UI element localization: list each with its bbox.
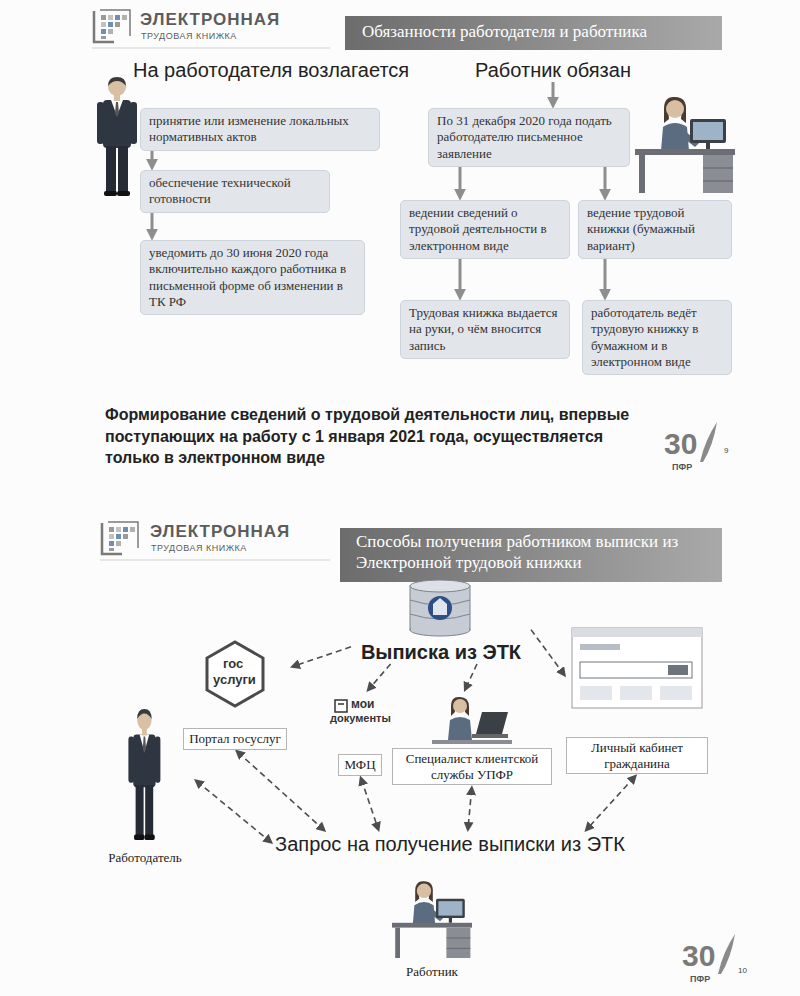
- heading-text: Работник обязан: [475, 58, 631, 82]
- duty-box: Трудовая книжка выдается на руки, о чём …: [400, 300, 570, 359]
- logo-subtext: ТРУДОВАЯ КНИЖКА: [151, 543, 247, 554]
- dashed-arrow: [369, 664, 391, 689]
- logo-text: ЭЛЕКТРОННАЯ: [150, 522, 290, 542]
- duty-text: уведомить до 30 июня 2020 года включител…: [149, 245, 356, 310]
- employer-figure: [97, 77, 137, 196]
- section-heading: На работодателя возлагается: [133, 58, 409, 82]
- channel-node: Специалист клиентской службы УПФР: [392, 692, 552, 785]
- channel-node: Портал госуслуг: [180, 640, 290, 750]
- pfr-feather: [718, 934, 735, 974]
- pfr-server-icon: [410, 580, 470, 636]
- logo-subtext: ТРУДОВАЯ КНИЖКА: [141, 31, 237, 42]
- title-band: [340, 528, 722, 582]
- duty-text: По 31 декабря 2020 года подать работодат…: [437, 113, 621, 162]
- worker-figure: [635, 97, 735, 193]
- gosuslugi-logo: [207, 642, 263, 706]
- source-text: Выписка из ЭТК: [351, 640, 531, 664]
- pfr-logo-number: 30: [664, 426, 697, 462]
- flow-arrow: [604, 259, 607, 296]
- mfc-logo-text: мои: [351, 697, 374, 711]
- duty-text: работодатель ведёт трудовую книжку в бум…: [591, 305, 723, 370]
- slide-title: Способы получения работником выписки из …: [356, 531, 716, 574]
- dashed-arrow: [531, 630, 564, 674]
- logo-rule: [100, 560, 330, 561]
- channel-text: МФЦ: [338, 754, 381, 776]
- duty-text: ведении сведений о трудовой деятельности…: [409, 205, 561, 254]
- gosuslugi-logo-text: гос: [223, 656, 243, 672]
- mfc-logo-text: документы: [330, 712, 391, 725]
- flow-arrow: [552, 82, 555, 104]
- duty-box: обеспечение технической готовности: [140, 170, 330, 213]
- page-number: 9: [724, 446, 728, 456]
- pfr-logo-text: ПФР: [690, 974, 710, 985]
- duty-text: ведение трудовой книжки (бумажный вариан…: [587, 205, 723, 254]
- duty-box: работодатель ведёт трудовую книжку в бум…: [582, 300, 732, 375]
- duty-text: принятие или изменение локальных нормати…: [149, 113, 371, 146]
- section-heading: Работник обязан: [473, 58, 633, 82]
- worker-figure: [392, 881, 472, 958]
- slide-title: Обязанности работодателя и работника: [362, 22, 712, 42]
- duty-box: принятие или изменение локальных нормати…: [140, 108, 380, 151]
- channel-node: Личный кабинет гражданина: [566, 625, 708, 774]
- dashed-arrow: [468, 789, 472, 828]
- dashed-arrow: [294, 647, 351, 666]
- pfr-feather: [700, 422, 717, 462]
- pfr-logo-text: ПФР: [672, 462, 692, 473]
- specialist-icon: [432, 697, 512, 744]
- dashed-arrow: [466, 664, 477, 688]
- flow-arrow: [604, 167, 607, 196]
- flow-arrow: [459, 167, 462, 196]
- channel-text: Специалист клиентской службы УПФР: [392, 748, 552, 785]
- duty-box: ведении сведений о трудовой деятельности…: [400, 200, 570, 259]
- dashed-arrow: [197, 781, 270, 841]
- dashed-arrow: [361, 779, 378, 828]
- person-text: Работник: [387, 964, 477, 980]
- request-text: Запрос на получение выписки из ЭТК: [275, 832, 625, 856]
- person-node: Работник: [387, 878, 477, 980]
- duty-box: уведомить до 30 июня 2020 года включител…: [140, 240, 365, 315]
- flow-arrow: [151, 151, 154, 167]
- duty-box: ведение трудовой книжки (бумажный вариан…: [578, 200, 732, 259]
- mfc-logo: [335, 700, 347, 712]
- duty-text: обеспечение технической готовности: [149, 175, 321, 208]
- logo-icon: [102, 522, 138, 554]
- request-node: Запрос на получение выписки из ЭТК: [273, 832, 627, 856]
- cabinet-screenshot: [572, 628, 702, 708]
- duty-text: Трудовая книжка выдается на руки, о чём …: [409, 305, 561, 354]
- flow-arrow: [151, 213, 154, 237]
- title-band: [345, 16, 722, 50]
- employer-figure: [128, 709, 160, 840]
- person-text: Работодатель: [96, 850, 194, 866]
- duty-box: По 31 декабря 2020 года подать работодат…: [428, 108, 630, 167]
- logo-text: ЭЛЕКТРОННАЯ: [140, 10, 280, 30]
- person-node: Работодатель: [96, 708, 194, 866]
- source-node: Выписка из ЭТК: [351, 578, 531, 664]
- dashed-arrow: [587, 777, 634, 829]
- logo-rule: [92, 48, 330, 49]
- flow-arrow: [459, 259, 462, 296]
- channel-text: Личный кабинет гражданина: [566, 737, 708, 774]
- pfr-logo-number: 30: [682, 938, 715, 974]
- gosuslugi-logo-text: услуги: [213, 672, 256, 688]
- logo-icon: [94, 10, 130, 42]
- dashed-arrow: [238, 752, 323, 829]
- channel-text: Портал госуслуг: [183, 728, 287, 750]
- page-number: 10: [738, 966, 747, 976]
- channel-node: МФЦ: [328, 692, 392, 776]
- footnote: Формирование сведений о трудовой деятель…: [105, 404, 635, 469]
